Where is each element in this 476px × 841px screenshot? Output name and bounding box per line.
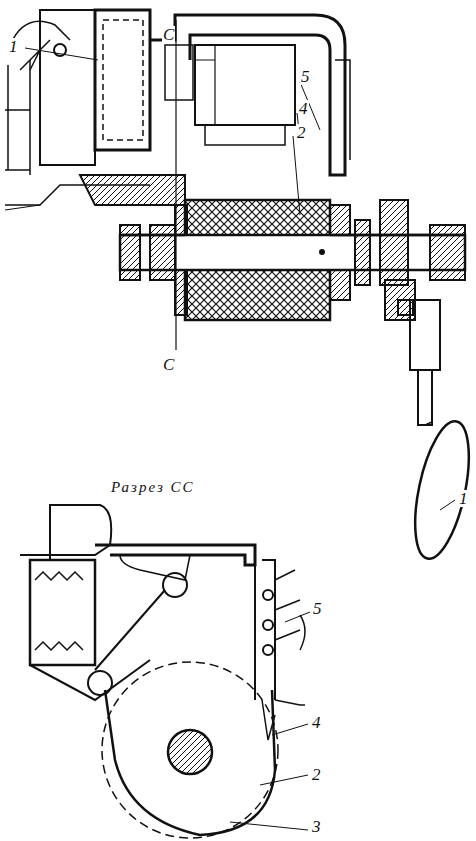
callout-number: 4: [311, 714, 322, 731]
section-line: [175, 20, 176, 350]
callout-number: 2: [311, 766, 322, 783]
callout-number: 1: [8, 38, 19, 55]
callout-number: 1: [458, 490, 469, 507]
contact-block: [195, 45, 295, 125]
callout-number: 3: [311, 818, 322, 835]
section-mark: C: [162, 26, 175, 43]
callout-number: 5: [300, 68, 311, 85]
magnet-core: [150, 15, 345, 175]
callout-number: 2: [296, 124, 307, 141]
callout-number: 4: [298, 100, 309, 117]
section-mark: C: [162, 356, 175, 373]
handle: [405, 417, 476, 564]
callout-number: 5: [312, 600, 323, 617]
section-view: [20, 505, 305, 838]
section-title: Разрез СС: [110, 480, 196, 495]
